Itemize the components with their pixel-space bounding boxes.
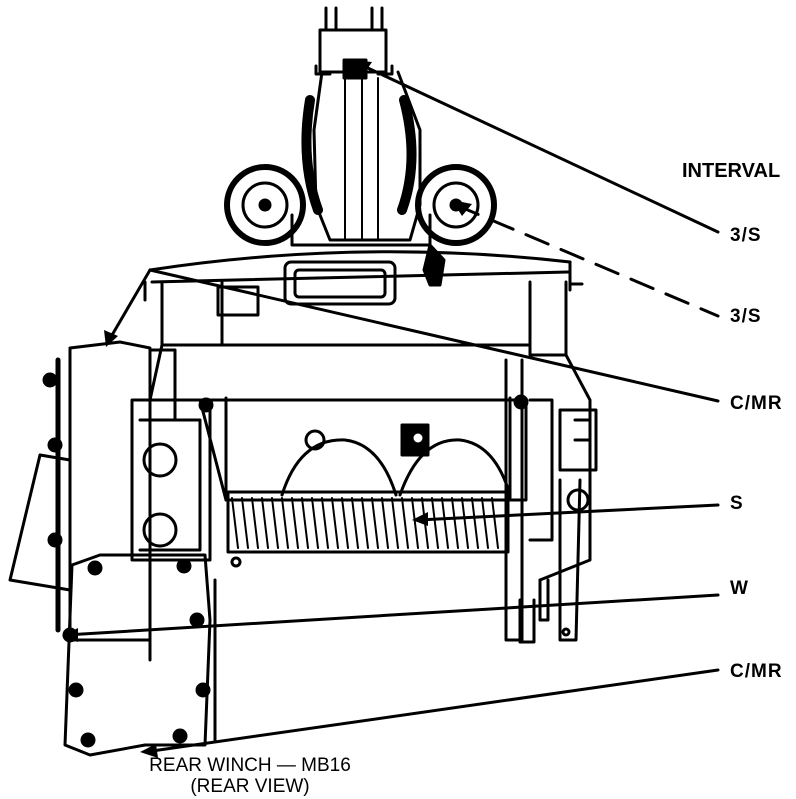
- arrowhead-4: [412, 512, 428, 526]
- interval-label-roller: 3/S: [730, 306, 762, 327]
- leader-line-6: [143, 668, 720, 754]
- leader-line-2: [454, 203, 720, 318]
- top-crossbar: [143, 243, 584, 317]
- interval-label-drum: S: [730, 493, 744, 514]
- leader-line-5: [64, 593, 720, 637]
- leader-line-4: [416, 503, 720, 522]
- left-gearbox: [8, 340, 177, 642]
- interval-label-roller-pin: 3/S: [730, 225, 762, 246]
- caption-title: REAR WINCH — MB16: [149, 755, 351, 776]
- fairlead-tower: [290, 6, 432, 247]
- cover-rollers: [280, 438, 512, 497]
- drum-cover: [198, 394, 529, 502]
- caption-subtitle: (REAR VIEW): [190, 776, 310, 797]
- right-bracket: [504, 358, 598, 644]
- interval-label-gearcase: C/MR: [730, 661, 783, 682]
- gear-cover: [62, 553, 217, 757]
- arrowhead-5: [62, 628, 78, 642]
- interval-label-frame: C/MR: [730, 393, 783, 414]
- arrowhead-6: [140, 744, 158, 758]
- cable-drum: [226, 490, 510, 568]
- arrowhead-3: [104, 330, 118, 347]
- left-roller: [224, 164, 306, 246]
- leader-line-3: [148, 268, 720, 403]
- arrowhead-1: [352, 60, 372, 74]
- interval-header: INTERVAL: [682, 160, 781, 182]
- side-bracket: [130, 398, 212, 562]
- figure-caption: REAR WINCH — MB16 (REAR VIEW): [100, 755, 400, 797]
- interval-label-bearing: W: [730, 578, 749, 599]
- leader-line-1: [353, 60, 720, 234]
- leader-line-3b: [106, 268, 152, 344]
- arrowhead-2: [452, 200, 472, 216]
